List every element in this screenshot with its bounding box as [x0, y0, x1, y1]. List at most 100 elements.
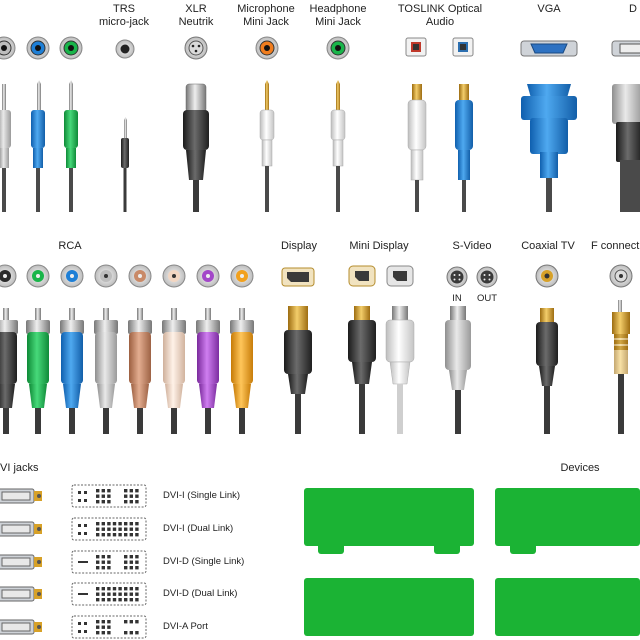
coaxial-plug — [536, 308, 558, 434]
dvi-label-0: DVI-I (Single Link) — [163, 490, 241, 501]
jack-port-icon — [0, 36, 16, 60]
dvi-plug-side-icon — [0, 619, 42, 635]
mic-plug — [259, 80, 275, 212]
rca-plug-blue — [60, 308, 84, 434]
label-devices: Devices — [560, 462, 600, 474]
label-headphone-line2: Mini Jack — [315, 16, 361, 28]
trs-micro-port-icon — [115, 39, 135, 59]
f-connector-port-icon — [609, 264, 633, 288]
device-icon — [510, 544, 536, 554]
vga-port-icon — [520, 40, 578, 57]
dvi-label-1: DVI-I (Dual Link) — [163, 523, 234, 534]
coaxial-port-icon — [535, 264, 559, 288]
rca-plug-gray — [94, 308, 118, 434]
port-row-1 — [0, 36, 640, 60]
svideo-port-icon — [446, 266, 468, 288]
dvi-plug — [612, 84, 640, 212]
dvi-label-2: DVI-D (Single Link) — [163, 556, 245, 567]
device-icon — [495, 488, 640, 546]
label-trs: TRS micro-jack — [95, 3, 153, 29]
dvi-plug-side-icon — [0, 554, 42, 570]
headphone-plug — [330, 80, 346, 212]
label-toslink-line2: Audio — [425, 16, 455, 28]
label-mic: Microphone Mini Jack — [232, 3, 300, 29]
device-icon — [318, 544, 344, 554]
dvi-plug-side-icon — [0, 586, 42, 602]
audio-plug-gray — [0, 84, 11, 212]
rca-port-icon — [196, 264, 220, 288]
dvi-face-icon — [71, 615, 147, 639]
label-xlr-line2: Neutrik — [178, 16, 214, 28]
vga-plug — [521, 84, 577, 212]
label-fconn: F connect — [591, 240, 640, 252]
dvi-plug-side-icon — [0, 488, 42, 504]
label-headphone: Headphone Mini Jack — [304, 3, 372, 29]
label-mini-display: Mini Display — [349, 240, 409, 252]
rca-port-icon — [0, 264, 17, 288]
jack-port-icon — [26, 36, 50, 60]
rca-plug-peach — [162, 308, 186, 434]
dvi-jack-list — [0, 488, 42, 635]
label-mic-line2: Mini Jack — [243, 16, 289, 28]
headphone-port-icon — [326, 36, 350, 60]
label-rca: RCA — [58, 240, 82, 252]
label-vga: VGA — [537, 3, 561, 15]
dvi-face-icon — [71, 484, 147, 508]
rca-port-icon — [26, 264, 50, 288]
label-dvi-jacks: VI jacks — [0, 462, 39, 474]
rca-port-icon — [128, 264, 152, 288]
rca-port-icon — [94, 264, 118, 288]
label-trs-line1: TRS — [113, 3, 135, 15]
mini-displayport-plug-white — [385, 306, 415, 434]
dvi-label-4: DVI-A Port — [163, 621, 208, 632]
toslink-port-icon — [405, 37, 427, 57]
rca-plug-brown — [128, 308, 152, 434]
label-toslink: TOSLINK Optical Audio — [395, 3, 485, 29]
dvi-label-3: DVI-D (Dual Link) — [163, 588, 238, 599]
dvi-face-icon — [71, 517, 147, 541]
rca-plug-black — [0, 308, 18, 434]
label-trs-line2: micro-jack — [98, 16, 150, 28]
label-svideo: S-Video — [452, 240, 492, 252]
device-icon — [304, 488, 474, 546]
f-connector-plug — [612, 300, 630, 434]
rca-port-icon — [162, 264, 186, 288]
xlr-port-icon — [184, 36, 208, 60]
label-dvi-cut: D — [629, 3, 637, 15]
rca-port-icon — [230, 264, 254, 288]
dvi-face-icons — [71, 484, 147, 639]
label-xlr: XLR Neutrik — [166, 3, 226, 29]
rca-port-icon — [60, 264, 84, 288]
dvi-face-icon — [71, 582, 147, 606]
label-xlr-line1: XLR — [185, 3, 207, 15]
dvi-plug-side-icon — [0, 521, 42, 537]
mini-displayport-plug-black — [348, 306, 376, 434]
rca-port-row — [0, 264, 254, 288]
device-icon — [304, 578, 474, 636]
device-icon — [434, 544, 460, 554]
toslink-plug-blue — [455, 84, 473, 212]
rca-plug-purple — [196, 308, 220, 434]
dvi-face-icon — [71, 550, 147, 574]
displayport-plug — [284, 306, 312, 434]
label-coax: Coaxial TV — [521, 240, 575, 252]
label-svideo-in: IN — [452, 293, 462, 304]
rca-plug-orange — [230, 308, 254, 434]
audio-plug-blue — [31, 80, 45, 212]
audio-plug-green — [64, 80, 78, 212]
label-headphone-line1: Headphone — [309, 3, 367, 15]
trs-micro-plug — [121, 117, 129, 212]
label-mic-line1: Microphone — [237, 3, 295, 15]
svideo-plug — [445, 306, 471, 434]
toslink-plug-white — [407, 84, 427, 212]
label-svideo-out: OUT — [476, 293, 498, 304]
displayport-port-icon — [281, 267, 315, 287]
svideo-port-icon — [476, 266, 498, 288]
mini-displayport-port-icon — [348, 265, 376, 287]
mini-displayport-port-icon — [386, 265, 414, 287]
toslink-port-icon — [452, 37, 474, 57]
label-toslink-line1: TOSLINK Optical — [397, 3, 483, 15]
label-display: Display — [280, 240, 318, 252]
device-icon — [495, 578, 640, 636]
